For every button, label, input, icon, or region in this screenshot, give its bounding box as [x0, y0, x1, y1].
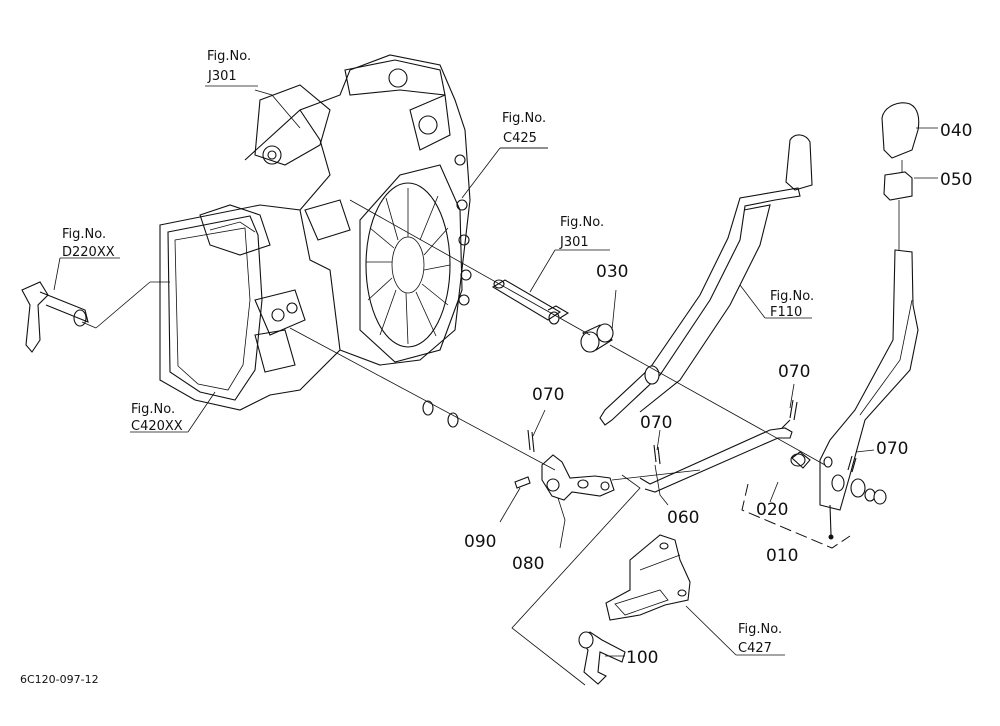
collar-020 [790, 451, 811, 469]
bracket-c427 [605, 534, 691, 621]
svg-text:C425: C425 [503, 131, 537, 146]
fig-ref-j301-top: Fig.No. J301 [205, 49, 258, 87]
part-number-080: 080 [512, 554, 544, 574]
fig-ref-c420xx: Fig.No. C420XX [131, 402, 183, 434]
drawing-code: 6C120-097-12 [20, 673, 99, 686]
svg-text:Fig.No.: Fig.No. [207, 49, 251, 64]
arm-080 [514, 454, 615, 501]
pin-100 [578, 631, 626, 685]
right-lever [819, 102, 920, 540]
fig-ref-d220xx: Fig.No. D220XX [62, 227, 115, 260]
part-number-060: 060 [667, 508, 699, 528]
svg-text:Fig.No.: Fig.No. [62, 227, 106, 242]
fig-ref-c425: Fig.No. C425 [500, 111, 548, 149]
part-number-040: 040 [940, 121, 972, 141]
svg-text:C427: C427 [738, 641, 772, 656]
collar-030 [580, 323, 614, 353]
svg-text:J301: J301 [559, 235, 589, 250]
svg-text:Fig.No.: Fig.No. [738, 622, 782, 637]
svg-text:Fig.No.: Fig.No. [560, 215, 604, 230]
assembly-lines [81, 199, 851, 686]
svg-text:Fig.No.: Fig.No. [131, 402, 175, 417]
cotter-pins [527, 399, 857, 473]
svg-text:J301: J301 [207, 69, 237, 84]
fig-ref-c427: Fig.No. C427 [738, 622, 782, 656]
part-number-050: 050 [940, 170, 972, 190]
part-number-100: 100 [626, 648, 658, 668]
part-number-070-arm: 070 [532, 385, 564, 405]
part-number-020: 020 [756, 500, 788, 520]
o-rings [422, 400, 459, 428]
rod-060 [639, 419, 793, 493]
part-number-030: 030 [596, 262, 628, 282]
part-number-070-right-upper: 070 [778, 362, 810, 382]
part-number-010: 010 [766, 546, 798, 566]
svg-text:Fig.No.: Fig.No. [770, 289, 814, 304]
fig-ref-f110: Fig.No. F110 [770, 289, 814, 320]
svg-text:Fig.No.: Fig.No. [502, 111, 546, 126]
hitch-lever-part [21, 281, 89, 353]
transmission-housing [159, 54, 472, 411]
svg-text:C420XX: C420XX [131, 419, 183, 434]
svg-text:D220XX: D220XX [62, 245, 115, 260]
part-number-070-rod: 070 [640, 413, 672, 433]
svg-text:F110: F110 [770, 305, 802, 320]
part-number-090: 090 [464, 532, 496, 552]
fig-ref-j301-mid: Fig.No. J301 [559, 215, 604, 250]
part-number-070-lever: 070 [876, 439, 908, 459]
